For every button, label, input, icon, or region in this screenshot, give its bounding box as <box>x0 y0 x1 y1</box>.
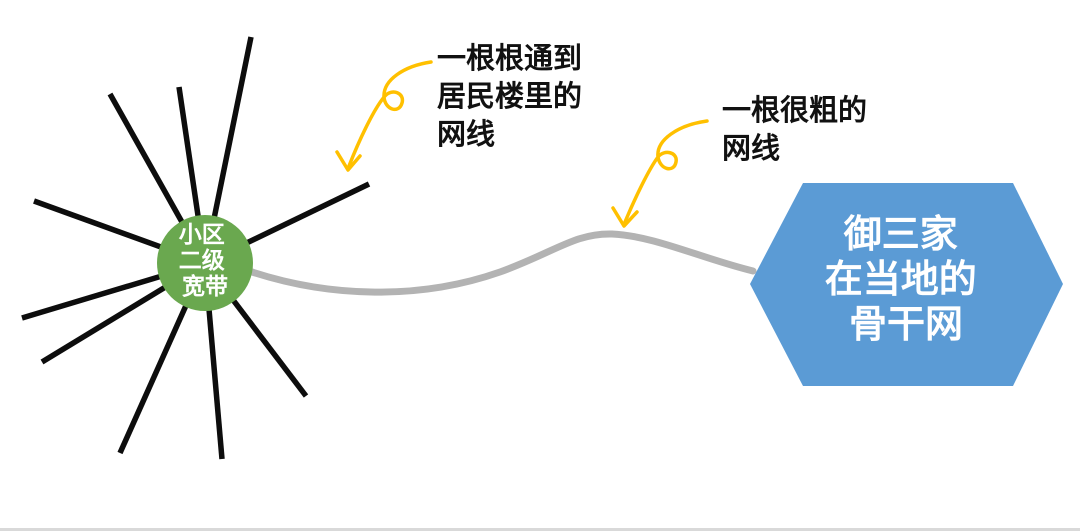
hexagon-label-line: 在当地的 <box>825 259 977 301</box>
backbone-hexagon-label: 御三家 在当地的 骨干网 <box>825 214 988 346</box>
bottom-divider <box>0 528 1080 531</box>
annotation-right-line: 网线 <box>722 132 780 165</box>
annotation-left-line: 网线 <box>437 118 495 151</box>
curly-arrow-right-head <box>611 206 639 228</box>
hub-label: 小区 二级 宽带 <box>179 221 231 299</box>
annotation-right: 一根很粗的 网线 <box>722 93 875 165</box>
annotation-left-line: 居民楼里的 <box>437 79 582 113</box>
hexagon-label-line: 骨干网 <box>849 304 963 346</box>
curly-arrow-right-tail <box>623 119 709 224</box>
hub-node <box>157 215 253 311</box>
curly-arrow-left-head <box>335 150 362 172</box>
hub-label-line: 宽带 <box>182 273 228 299</box>
annotation-right-line: 一根很粗的 <box>722 93 867 127</box>
backbone-cable <box>245 230 757 296</box>
curly-arrow-left-icon <box>335 60 433 172</box>
hub-label-line: 小区 <box>179 221 225 247</box>
hexagon-label-line: 御三家 <box>843 214 958 256</box>
annotation-left: 一根根通到 居民楼里的 网线 <box>437 42 590 151</box>
annotation-left-line: 一根根通到 <box>437 42 582 75</box>
hub-label-line: 二级 <box>179 247 225 273</box>
backbone-hexagon <box>750 183 1063 386</box>
curly-arrow-left-tail <box>347 60 433 168</box>
curly-arrow-right-icon <box>611 119 709 228</box>
